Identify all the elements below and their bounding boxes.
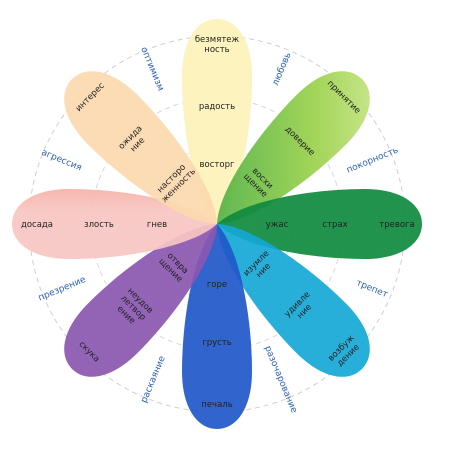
dyad-label-1: покорность — [345, 145, 400, 175]
petal-anticipation — [64, 71, 217, 224]
dyad-label-0: любовь — [271, 51, 294, 87]
emotion-label-sadness-0: печаль — [201, 400, 232, 410]
dyad-label-7: оптимизм — [138, 46, 165, 93]
dyad-label-4: раскаяние — [139, 354, 167, 404]
emotion-label-fear-0: тревога — [379, 220, 414, 230]
emotion-label-anger-0: досада — [21, 220, 53, 230]
emotion-label-fear-1: страх — [322, 220, 347, 230]
dyad-label-6: агрессия — [40, 148, 83, 174]
petal-joy — [182, 19, 252, 224]
emotion-label-sadness-1: грусть — [202, 338, 232, 348]
emotion-label-joy-2: восторг — [200, 160, 235, 170]
dyad-label-5: презрение — [37, 275, 88, 304]
dyad-label-3: разочарование — [262, 345, 299, 415]
petal-disgust — [64, 224, 217, 377]
petal-anger — [12, 189, 217, 259]
emotion-label-joy-1: радость — [199, 102, 235, 112]
emotion-label-anger-2: гнев — [147, 220, 167, 230]
petal-layer — [12, 19, 422, 429]
petal-fear — [217, 189, 422, 259]
dyad-label-2: трепет — [355, 278, 389, 300]
petal-surprise — [217, 224, 370, 377]
emotion-label-anger-1: злость — [84, 220, 114, 230]
emotion-label-fear-2: ужас — [266, 220, 289, 230]
petal-trust — [217, 71, 370, 224]
petal-sadness — [182, 224, 252, 429]
emotion-label-sadness-2: горе — [207, 280, 227, 290]
